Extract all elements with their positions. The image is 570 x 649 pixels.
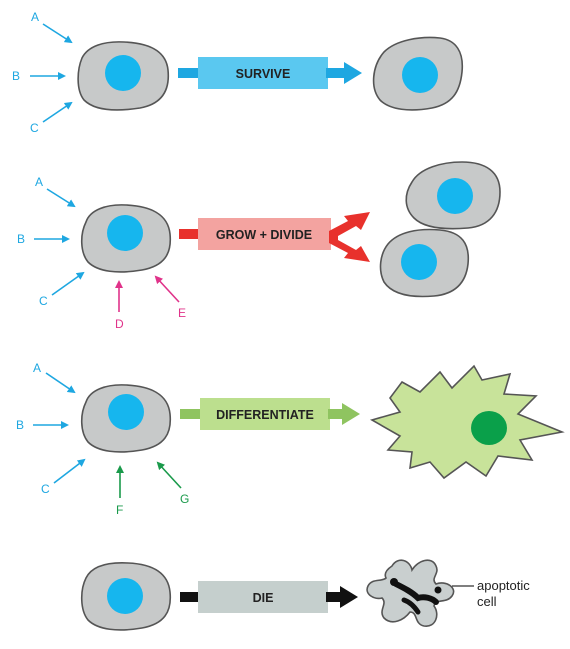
nucleus [471,411,507,445]
signal-c: C [41,458,86,496]
row-die: DIE apoptotic cell [80,559,530,631]
apoptotic-label-line2: cell [477,594,497,609]
daughter-cell-top [405,161,501,230]
signal-b-label: B [16,418,24,432]
signal-e-label: E [178,306,186,320]
row-grow-divide: A B C D E GROW + DIVIDE [17,161,501,331]
outcome-arrow-die: DIE [180,581,358,613]
outcome-label-grow-divide: GROW + DIVIDE [216,228,312,242]
cell [80,384,172,453]
signal-d: D [115,280,124,331]
outcome-box-differentiate [200,398,330,430]
signal-c-label: C [39,294,48,308]
row-survive: A B C SURVIVE [12,10,464,135]
nucleus [107,578,143,614]
nucleus [401,244,437,280]
signal-g-label: G [180,492,189,506]
apoptotic-label-line1: apoptotic [477,578,530,593]
signal-b-label: B [12,69,20,83]
signal-a-label: A [33,361,41,375]
surviving-cell [372,36,464,111]
outcome-label-differentiate: DIFFERENTIATE [216,408,314,422]
outcome-box-grow-divide [198,218,331,250]
differentiated-cell [369,364,565,480]
signal-e: E [154,275,186,320]
daughter-cell-bottom [379,228,470,298]
signal-c: C [30,101,73,135]
signal-f: F [116,465,124,517]
signal-a-label: A [35,175,43,189]
signal-c: C [39,271,85,308]
fragmented-nucleus [390,578,442,615]
outcome-arrow-differentiate: DIFFERENTIATE [180,398,360,430]
nucleus [105,55,141,91]
outcome-label-die: DIE [253,591,274,605]
signal-a: A [35,175,76,208]
signal-d-label: D [115,317,124,331]
row-differentiate: A B C F G DIFFERENTIATE [16,361,565,517]
outcome-box-die [198,581,328,613]
nucleus [437,178,473,214]
outcome-box-survive [198,57,328,89]
signal-c-label: C [41,482,50,496]
signal-c-label: C [30,121,39,135]
cell [77,41,170,111]
nucleus [108,394,144,430]
signal-g: G [156,461,189,506]
nucleus [107,215,143,251]
outcome-label-survive: SURVIVE [236,67,291,81]
signal-f-label: F [116,503,123,517]
signal-b: B [16,418,69,432]
split-arrow [329,212,370,262]
apoptotic-cell: apoptotic cell [366,559,530,627]
signal-a: A [33,361,76,394]
cell [80,562,172,631]
signal-b-label: B [17,232,25,246]
signal-a-label: A [31,10,39,24]
signal-b: B [17,232,70,246]
nucleus [402,57,438,93]
outcome-arrow-grow-divide: GROW + DIVIDE [179,212,370,262]
cell [80,204,172,273]
signal-a: A [31,10,73,44]
signal-b: B [12,69,66,83]
outcome-arrow-survive: SURVIVE [178,57,362,89]
